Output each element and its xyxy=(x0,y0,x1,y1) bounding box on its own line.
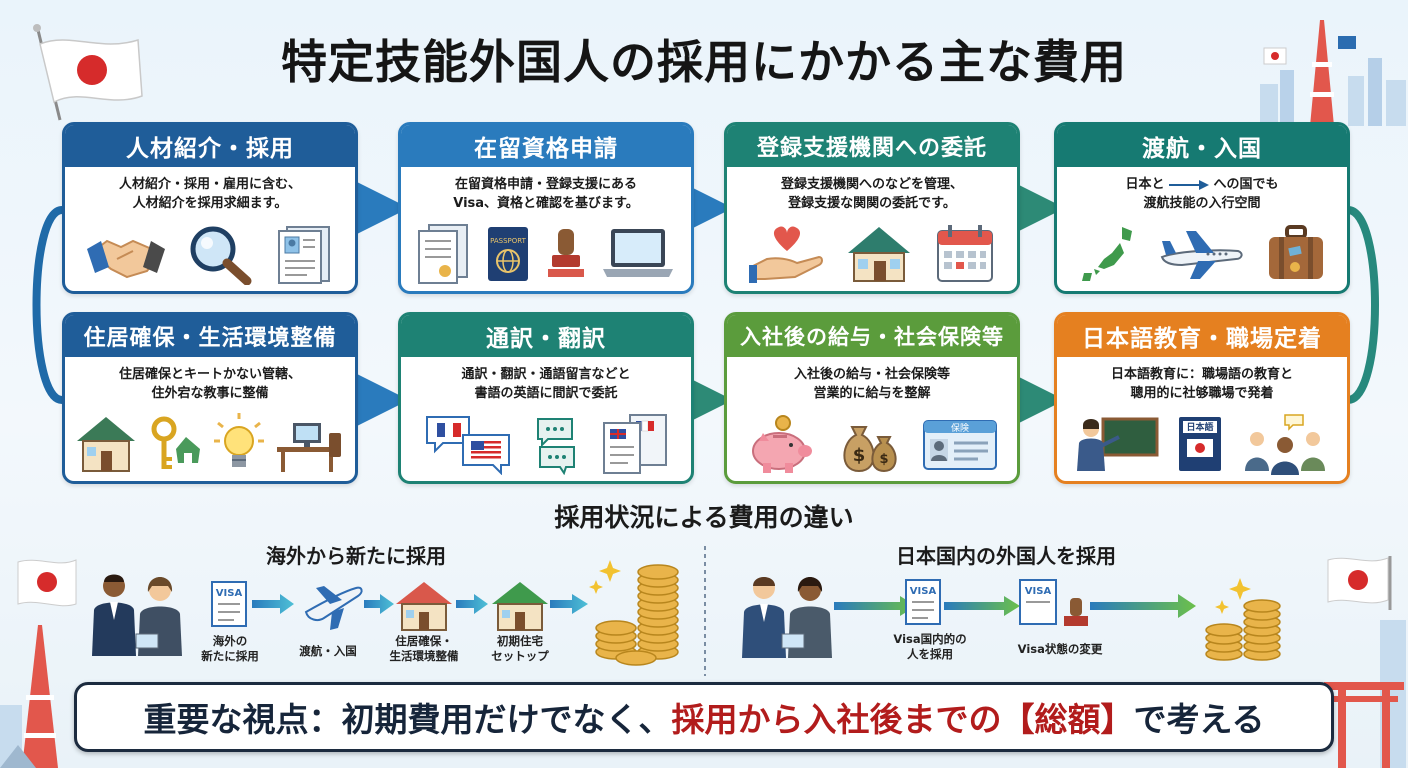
card-housing: 住居確保・生活環境整備 住居確保とキートかない管轄、 住外宕な教事に整備 xyxy=(62,312,358,484)
svg-text:PASSPORT: PASSPORT xyxy=(490,237,527,245)
house-icon xyxy=(492,582,548,631)
torii-gate-icon xyxy=(1324,620,1406,768)
business-people-icon xyxy=(92,574,182,656)
magnifier-icon xyxy=(190,226,252,285)
stamp-icon xyxy=(547,229,584,277)
city-skyline-icon xyxy=(1260,20,1406,126)
key-point-banner: 重要な視点：初期費用だけでなく、 採用から入社後までの【総額】 で考える xyxy=(74,682,1334,752)
overseas-flow: VISA xyxy=(92,560,679,666)
flow-step-label: 住居確保・ 生活環境整備 xyxy=(389,634,459,663)
visa-label: VISA xyxy=(1025,586,1052,597)
desk-icon xyxy=(277,423,342,472)
card-salary-insurance: 入社後の給与・社会保険等 入社後の給与・社会保険等 営業的に給与を整解 $ $ … xyxy=(724,312,1020,484)
insurance-card-label: 保険 xyxy=(950,422,968,434)
handshake-icon xyxy=(87,239,165,279)
teacher-icon xyxy=(1077,417,1159,471)
lightbulb-icon xyxy=(213,413,264,467)
coin-stacks-icon xyxy=(1205,599,1281,661)
card-description-part: への国でも 渡航技能の入行空間 xyxy=(1143,177,1279,211)
documents-icon xyxy=(417,224,468,284)
laptop-icon xyxy=(603,229,674,277)
domestic-flow: VISA VISA xyxy=(742,577,1281,661)
card-recruitment: 人材紹介・採用 人材紹介・採用・雇用に含む、 人材紹介を採用求細ます。 xyxy=(62,122,358,294)
card-description: 通訳・翻訳・通語留言などと 書語の英語に間訳で委託 xyxy=(461,367,631,401)
flow-step-label: Visa状態の変更 xyxy=(1017,642,1103,656)
visa-label: VISA xyxy=(216,588,243,599)
card-travel-entry: 渡航・入国 日本と への国でも 渡航技能の入行空間 xyxy=(1054,122,1350,294)
banner-highlight: 採用から入社後までの【総額】 xyxy=(671,700,1134,739)
visa-stamp-icon: VISA xyxy=(1019,579,1088,626)
card-title: 渡航・入国 xyxy=(1057,125,1347,167)
card-support-organization: 登録支援機関への委託 登録支援機関へのなどを管理、 登録支援な関関の委託です。 xyxy=(724,122,1020,294)
passport-icon: PASSPORT xyxy=(488,227,529,281)
svg-text:$: $ xyxy=(853,445,866,466)
card-residence-application: 在留資格申請 在留資格申請・登録支援にある Visa、資格と確認を基びます。 P… xyxy=(398,122,694,294)
chat-bubbles-icon xyxy=(537,418,575,475)
card-description: 在留資格申請・登録支援にある Visa、資格と確認を基びます。 xyxy=(453,177,639,211)
suitcase-icon xyxy=(1268,225,1323,279)
workers-icon xyxy=(1245,414,1325,475)
money-bags-icon: $ $ xyxy=(843,426,897,473)
card-title: 日本語教育・職場定着 xyxy=(1057,315,1347,357)
flow-step-label: 初期住宅 セットップ xyxy=(491,634,549,663)
keys-icon xyxy=(151,416,201,469)
flow-step-label: 海外の 新たに採用 xyxy=(201,634,259,663)
flow-step-label: Visa国内的の 人を採用 xyxy=(893,632,967,661)
card-description: 人材紹介・採用・雇用に含む、 人材紹介を採用求細ます。 xyxy=(118,177,301,211)
airplane-icon xyxy=(1160,231,1243,279)
flag-icon xyxy=(1327,556,1392,610)
section-divider xyxy=(704,546,706,676)
overseas-title: 海外から新たに採用 xyxy=(266,544,446,568)
card-title: 住居確保・生活環境整備 xyxy=(65,315,355,357)
card-title: 在留資格申請 xyxy=(401,125,691,167)
arrow-right-icon xyxy=(1169,179,1209,190)
airplane-icon xyxy=(304,586,363,630)
heart-hand-icon xyxy=(748,226,823,283)
card-title: 通訳・翻訳 xyxy=(401,315,691,357)
visa-label: VISA xyxy=(910,586,937,597)
house-icon xyxy=(396,582,452,631)
card-japanese-education: 日本語教育・職場定着 日本語教育に：職場語の教育と 聰用的に社够職場で発着 日本… xyxy=(1054,312,1350,484)
flow-connectors xyxy=(32,180,1379,428)
card-description: 住居確保とキートかない管轄、 住外宕な教事に整備 xyxy=(118,367,301,401)
visa-document-icon: VISA xyxy=(211,581,247,627)
card-title: 登録支援機関への委託 xyxy=(727,125,1017,167)
resume-icon xyxy=(278,226,330,284)
sparkle-icon xyxy=(1215,578,1251,614)
card-description: 入社後の給与・社会保険等 営業的に給与を整解 xyxy=(793,367,950,401)
card-title: 入社後の給与・社会保険等 xyxy=(727,315,1017,357)
flow-step-label: 渡航・入国 xyxy=(299,644,357,658)
japan-map-icon xyxy=(1081,227,1132,281)
domestic-title: 日本国内の外国人を採用 xyxy=(896,544,1116,568)
banner-text: で考える xyxy=(1133,700,1265,739)
piggy-bank-icon xyxy=(751,415,812,473)
book-label: 日本語 xyxy=(1186,421,1213,433)
section-title: 採用状況による費用の違い xyxy=(554,503,854,532)
calendar-icon xyxy=(936,225,993,282)
visa-document-icon: VISA xyxy=(905,579,941,625)
insurance-card-icon: 保険 xyxy=(922,420,997,470)
business-people-icon xyxy=(742,577,832,658)
speech-flags-icon xyxy=(425,416,510,475)
page-title: 特定技能外国人の採用にかかる主な費用 xyxy=(281,35,1127,89)
house-icon xyxy=(76,417,135,472)
svg-text:$: $ xyxy=(879,452,888,467)
banner-text: 重要な視点：初期費用だけでなく、 xyxy=(143,700,672,739)
card-description-part: 日本と xyxy=(1125,177,1165,192)
card-translation: 通訳・翻訳 通訳・翻訳・通語留言などと 書語の英語に間訳で委託 xyxy=(398,312,694,484)
tokyo-tower-icon xyxy=(0,625,58,768)
translated-documents-icon xyxy=(602,414,667,474)
card-description: 登録支援機関へのなどを管理、 登録支援な関関の委託です。 xyxy=(780,177,963,211)
flag-icon xyxy=(33,24,143,121)
card-title: 人材紹介・採用 xyxy=(65,125,355,167)
coin-stacks-icon xyxy=(595,564,679,666)
flag-icon xyxy=(17,559,77,607)
sparkle-icon xyxy=(589,560,621,594)
house-icon xyxy=(848,227,910,282)
card-description: 日本と への国でも 渡航技能の入行空間 xyxy=(1057,167,1347,217)
card-description: 日本語教育に：職場語の教育と 聰用的に社够職場で発着 xyxy=(1110,367,1293,401)
japanese-book-icon: 日本語 xyxy=(1179,417,1221,471)
